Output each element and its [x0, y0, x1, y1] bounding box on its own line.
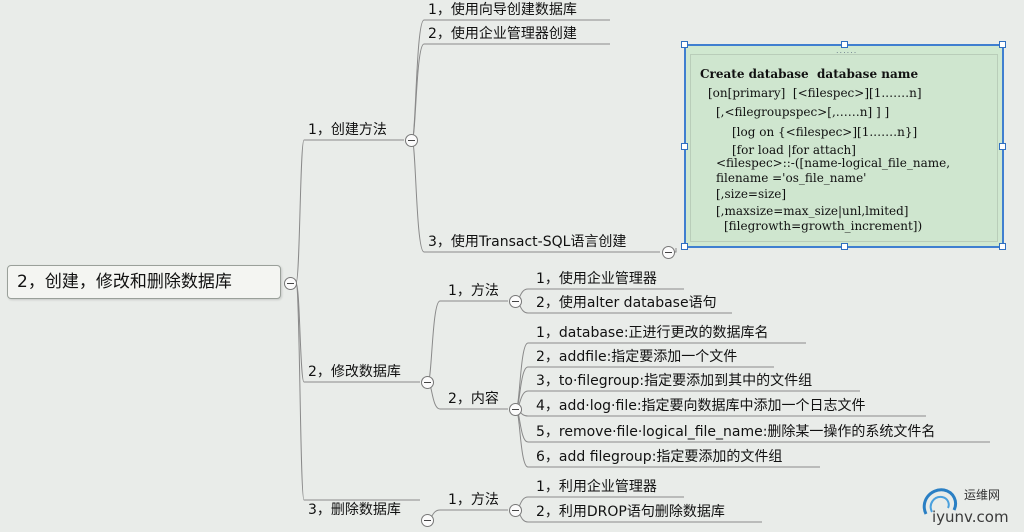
- collapse-toggle-modify-method[interactable]: [509, 295, 522, 308]
- topic-content-database-label: 1，database:正进行更改的数据库名: [536, 325, 769, 341]
- watermark-url: iyunv.com: [932, 508, 1009, 526]
- topic-modify-db[interactable]: 2，修改数据库: [308, 363, 401, 381]
- topic-delete-method[interactable]: 1，方法: [448, 491, 499, 509]
- collapse-toggle-root[interactable]: [284, 277, 297, 290]
- watermark-name: 运维网: [964, 488, 1001, 502]
- collapse-toggle-modify[interactable]: [421, 376, 434, 389]
- root-topic-label: 2，创建，修改和删除数据库: [17, 272, 232, 292]
- root-topic[interactable]: 2，创建，修改和删除数据库: [7, 265, 281, 299]
- topic-create-method[interactable]: 1，创建方法: [308, 121, 387, 139]
- watermark-logo-icon: [922, 488, 958, 515]
- collapse-toggle-tsql[interactable]: [662, 246, 675, 259]
- code-line-5: [for load |for attach]: [732, 143, 856, 157]
- topic-content-addfile[interactable]: 2，addfile:指定要添加一个文件: [536, 348, 737, 366]
- code-line-4: [log on {<filespec>][1.……n}]: [732, 125, 918, 139]
- resize-handle-nw[interactable]: [681, 41, 688, 48]
- resize-handle-s[interactable]: [841, 243, 848, 250]
- collapse-toggle-delete[interactable]: [421, 514, 434, 527]
- topic-delete-db-label: 3，删除数据库: [308, 502, 401, 518]
- topic-wizard-create[interactable]: 1，使用向导创建数据库: [428, 1, 577, 19]
- resize-handle-se[interactable]: [999, 243, 1006, 250]
- topic-content-add-log-file-label: 4，add·log·file:指定要向数据库中添加一个日志文件: [536, 398, 866, 414]
- topic-delete-drop-label: 2，利用DROP语句删除数据库: [536, 504, 725, 520]
- code-note-inner: [690, 54, 998, 242]
- code-line-10: [filegrowth=growth_increment]): [724, 219, 923, 233]
- resize-handle-e[interactable]: [999, 143, 1006, 150]
- resize-handle-n[interactable]: [841, 41, 848, 48]
- collapse-toggle-create[interactable]: [405, 134, 418, 147]
- topic-content-to-filegroup[interactable]: 3，to·filegroup:指定要添加到其中的文件组: [536, 372, 812, 390]
- code-line-8: [,size=size]: [716, 187, 787, 201]
- topic-em-create-label: 2，使用企业管理器创建: [428, 26, 577, 42]
- topic-content-addfile-label: 2，addfile:指定要添加一个文件: [536, 349, 738, 365]
- code-line-3: [,<filegroupspec>[,……n] ] ]: [716, 105, 890, 119]
- topic-content-database[interactable]: 1，database:正进行更改的数据库名: [536, 324, 769, 342]
- topic-modify-db-label: 2，修改数据库: [308, 364, 401, 380]
- code-line-9: [,maxsize=max_size|unl,lmited]: [716, 204, 909, 218]
- topic-content-add-log-file[interactable]: 4，add·log·file:指定要向数据库中添加一个日志文件: [536, 397, 866, 415]
- topic-modify-content[interactable]: 2，内容: [448, 390, 499, 408]
- topic-modify-alter-label: 2，使用alter database语句: [536, 295, 717, 311]
- topic-delete-em-label: 1，利用企业管理器: [536, 479, 657, 495]
- collapse-toggle-delete-method[interactable]: [509, 504, 522, 517]
- topic-modify-content-label: 2，内容: [448, 391, 499, 407]
- topic-content-remove-file[interactable]: 5，remove·file·logical_file_name:删除某一操作的系…: [536, 423, 935, 441]
- topic-modify-method[interactable]: 1，方法: [448, 282, 499, 300]
- topic-modify-em-label: 1，使用企业管理器: [536, 271, 657, 287]
- resize-handle-sw[interactable]: [681, 243, 688, 250]
- code-line-7: filename ='os_file_name': [716, 171, 867, 185]
- collapse-toggle-modify-content[interactable]: [509, 403, 522, 416]
- topic-content-add-filegroup-label: 6，add filegroup:指定要添加的文件组: [536, 449, 783, 465]
- topic-modify-method-label: 1，方法: [448, 283, 499, 299]
- topic-delete-em[interactable]: 1，利用企业管理器: [536, 478, 657, 496]
- drag-handle-dots[interactable]: ......: [836, 46, 858, 55]
- topic-delete-drop[interactable]: 2，利用DROP语句删除数据库: [536, 503, 725, 521]
- topic-tsql-create[interactable]: 3，使用Transact-SQL语言创建: [428, 233, 626, 251]
- code-note-box[interactable]: ...... Create database database name [on…: [684, 44, 1004, 248]
- topic-em-create[interactable]: 2，使用企业管理器创建: [428, 25, 577, 43]
- code-line-2: [on[primary] [<filespec>][1.……n]: [708, 86, 922, 100]
- topic-wizard-create-label: 1，使用向导创建数据库: [428, 2, 577, 18]
- topic-content-to-filegroup-label: 3，to·filegroup:指定要添加到其中的文件组: [536, 373, 813, 389]
- topic-content-add-filegroup[interactable]: 6，add filegroup:指定要添加的文件组: [536, 448, 782, 466]
- topic-create-method-label: 1，创建方法: [308, 122, 387, 138]
- resize-handle-ne[interactable]: [999, 41, 1006, 48]
- topic-modify-alter[interactable]: 2，使用alter database语句: [536, 294, 717, 312]
- topic-modify-em[interactable]: 1，使用企业管理器: [536, 270, 657, 288]
- code-line-6: <filespec>::-([name-logical_file_name,: [716, 156, 951, 170]
- topic-delete-db[interactable]: 3，删除数据库: [308, 501, 401, 519]
- topic-tsql-create-label: 3，使用Transact-SQL语言创建: [428, 234, 627, 250]
- code-line-1: Create database database name: [700, 67, 919, 81]
- resize-handle-w[interactable]: [681, 143, 688, 150]
- topic-delete-method-label: 1，方法: [448, 492, 499, 508]
- topic-content-remove-file-label: 5，remove·file·logical_file_name:删除某一操作的系…: [536, 424, 936, 440]
